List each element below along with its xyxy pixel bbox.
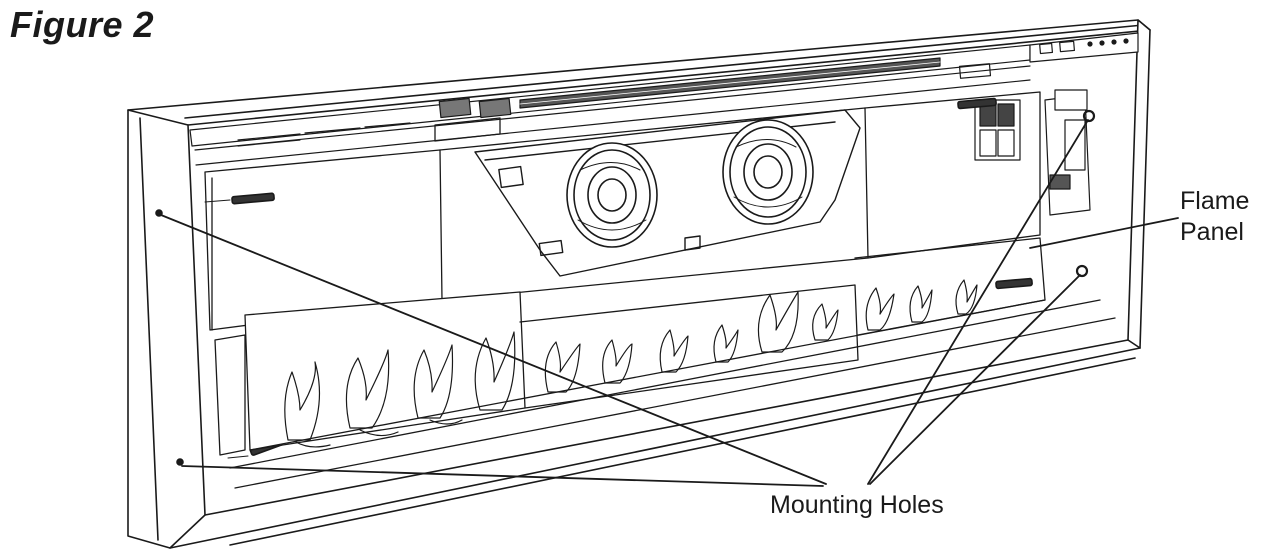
mounting-screw-top-left bbox=[204, 192, 275, 205]
mounting-holes-label: Mounting Holes bbox=[770, 491, 944, 519]
leader-mount-top-left bbox=[160, 214, 827, 485]
blower-fan-right bbox=[722, 119, 814, 225]
leader-mount-bottom-left bbox=[181, 465, 824, 487]
leader-lines bbox=[160, 119, 1179, 487]
flame-panel-label: Flame Panel bbox=[1180, 186, 1249, 248]
flame-panel-label-line1: Flame bbox=[1180, 187, 1250, 215]
flame-panel bbox=[214, 237, 1116, 489]
leader-mount-top-right bbox=[867, 119, 1089, 485]
figure-title: Figure 2 bbox=[10, 4, 155, 45]
control-module bbox=[974, 89, 1091, 216]
top-vent-strip bbox=[189, 32, 1139, 166]
flame-shapes bbox=[284, 279, 978, 448]
flame-panel-label-line2: Panel bbox=[1180, 218, 1244, 246]
leader-mount-right bbox=[869, 274, 1081, 485]
leader-flame-panel bbox=[1029, 217, 1179, 249]
housing-outline bbox=[127, 19, 1151, 549]
mounting-screw-top-right bbox=[957, 97, 997, 110]
mounting-hole-marks bbox=[155, 109, 1096, 466]
mounting-screw-right bbox=[995, 277, 1033, 290]
blower-fan-left bbox=[566, 142, 658, 248]
